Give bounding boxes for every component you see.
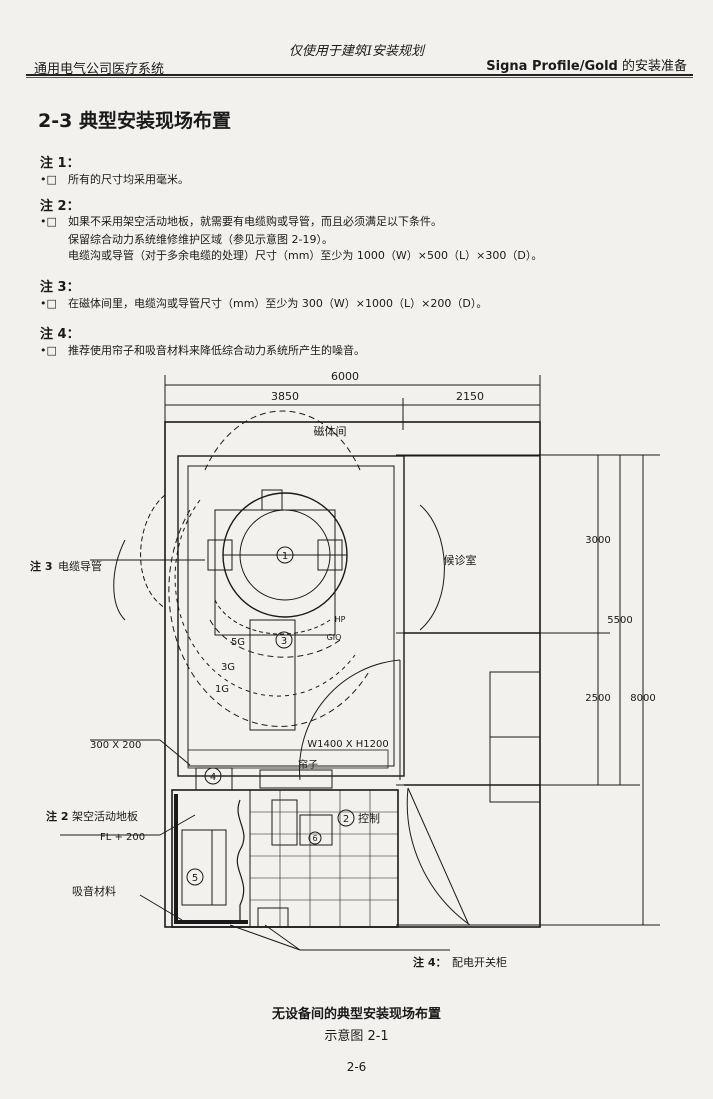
note1-heading: 注 1： <box>40 156 80 171</box>
bullet: •□ <box>40 344 57 357</box>
curtain-label: 帘子 <box>298 758 318 771</box>
circle-4: 4 <box>210 772 216 783</box>
control-label: 控制 <box>358 811 380 825</box>
bullet: •□ <box>40 215 57 228</box>
bullet: •□ <box>40 173 57 186</box>
circle-6: 6 <box>312 834 317 843</box>
patient-table <box>249 619 296 731</box>
section-title: 2-3 典型安装现场布置 <box>38 110 231 132</box>
note4-heading: 注 4： <box>40 327 80 342</box>
room-waiting: 候诊室 <box>444 553 477 567</box>
dim-2500: 2500 <box>585 693 610 704</box>
duct-size: 300 X 200 <box>90 740 141 751</box>
note2-line2: 保留综合动力系统维修维护区域（参见示意图 2-19）。 <box>68 233 333 246</box>
label-5g: 5G <box>231 637 245 648</box>
note3-line: •□在磁体间里，电缆沟或导管尺寸（mm）至少为 300（W）×1000（L）×2… <box>40 297 488 310</box>
floor-plan-diagram: 1 3 4 2 5 6 6000 3850 2150 3000 5500 250… <box>30 370 660 969</box>
note4-tag: 注 4： <box>413 955 446 969</box>
header-company: 通用电气公司医疗系统 <box>34 62 165 77</box>
note2-tag: 注 2 <box>46 809 68 823</box>
note2-line3: 电缆沟或导管（对于多余电缆的处理）尺寸（mm）至少为 1000（W）×500（L… <box>68 249 543 262</box>
circle-1: 1 <box>282 551 288 562</box>
header-product-cn: 的安装准备 <box>617 59 687 74</box>
dim-left: 3850 <box>271 390 299 403</box>
header-notice: 仅使用于建筑I安装规划 <box>288 44 425 59</box>
figure-number: 示意图 2-1 <box>324 1029 389 1044</box>
absorb-label: 吸音材料 <box>72 884 116 898</box>
label-1g: 1G <box>215 684 229 695</box>
note3-heading: 注 3： <box>40 280 80 295</box>
magnet-room-inner-wall <box>187 465 395 767</box>
note1-line: •□所有的尺寸均采用毫米。 <box>40 173 189 186</box>
bullet: •□ <box>40 297 57 310</box>
dim-total: 6000 <box>331 370 359 383</box>
magnet-room-wall <box>177 455 405 777</box>
figure-caption: 无设备间的典型安装现场布置 <box>271 1007 441 1022</box>
header-rule <box>26 74 693 76</box>
dim-8000: 8000 <box>630 693 655 704</box>
note2-sub: FL + 200 <box>100 832 145 843</box>
page-number: 2-6 <box>346 1060 367 1074</box>
note4-line: •□推荐使用帘子和吸音材料来降低综合动力系统所产生的噪音。 <box>40 344 365 357</box>
label-hp: HP <box>335 615 346 624</box>
dim-3000: 3000 <box>585 535 610 546</box>
note4-text: 配电开关柜 <box>452 955 507 969</box>
note3-tag: 注 3 <box>30 559 52 573</box>
door-size: W1400 X H1200 <box>307 739 389 750</box>
label-gio: GIO <box>327 633 342 642</box>
room-magnet: 磁体间 <box>314 424 347 438</box>
note2-text: 架空活动地板 <box>72 809 138 823</box>
circle-2: 2 <box>343 814 349 825</box>
circle-5: 5 <box>192 873 198 884</box>
label-3g: 3G <box>221 662 235 673</box>
dim-5500: 5500 <box>607 615 632 626</box>
circle-3: 3 <box>281 636 287 647</box>
header-rule-thin <box>26 77 693 78</box>
control-room-wall <box>171 789 399 928</box>
note2-line1: •□如果不采用架空活动地板，就需要有电缆购或导管，而且必须满足以下条件。 <box>40 215 442 228</box>
header-product: Signa Profile/Gold 的安装准备 <box>486 55 687 74</box>
header-product-en: Signa Profile/Gold <box>486 59 618 74</box>
note3-text: 电缆导管 <box>58 559 102 573</box>
dim-right: 2150 <box>456 390 484 403</box>
note2-heading: 注 2： <box>40 199 80 214</box>
cabinet-5 <box>181 829 213 906</box>
outer-wall <box>164 421 541 928</box>
